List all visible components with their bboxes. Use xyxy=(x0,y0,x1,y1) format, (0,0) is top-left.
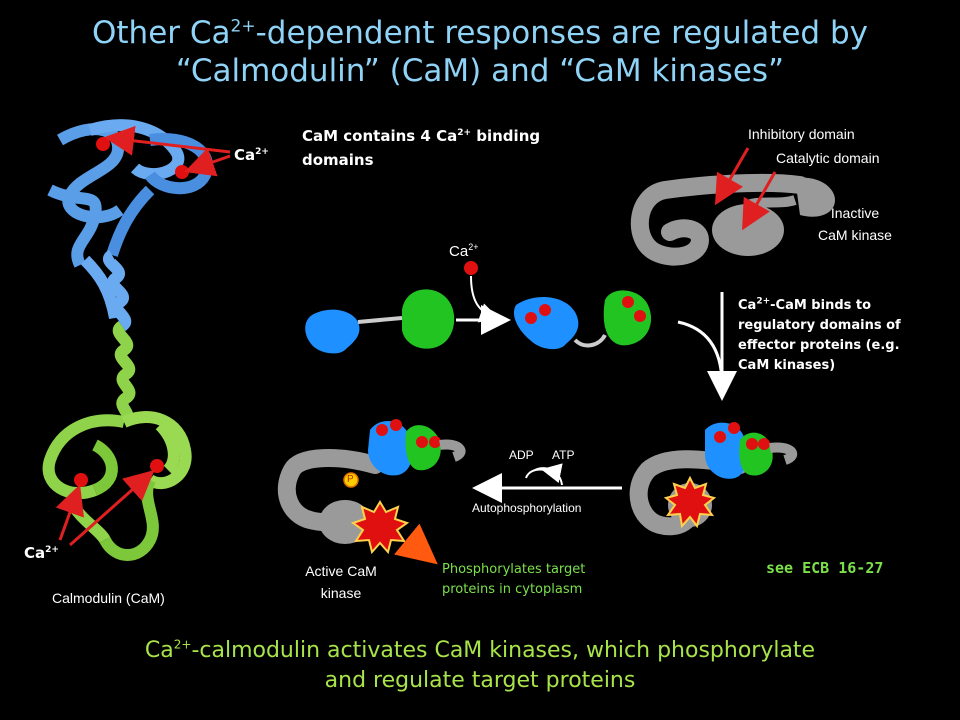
binding-curve xyxy=(677,320,724,386)
page-title: Other Ca2+-dependent responses are regul… xyxy=(0,14,960,90)
c-lobe-ribbon xyxy=(42,411,192,561)
active-cam-kinase xyxy=(277,419,466,555)
active-kinase-label: Active CaM kinase xyxy=(305,563,377,601)
bottom-caption: Ca2+-calmodulin activates CaM kinases, w… xyxy=(144,637,816,693)
title-line-2: “Calmodulin” (CaM) and “CaM kinases” xyxy=(175,53,785,89)
phosphate-badge-icon xyxy=(343,472,359,488)
inhibitory-domain-label: Inhibitory domain xyxy=(748,126,855,142)
central-helix-green xyxy=(112,321,136,427)
ca-pointer-arrow xyxy=(69,470,155,547)
calmodulin-with-calcium xyxy=(513,290,652,350)
phosphorylates-target-arrow xyxy=(394,523,438,565)
calcium-ion-icon xyxy=(96,137,110,151)
calcium-ion-icon xyxy=(464,261,478,275)
catalytic-domain-label: Catalytic domain xyxy=(776,150,880,166)
binding-note: Ca2+-CaM binds to regulatory domains of … xyxy=(738,296,901,373)
adp-curve xyxy=(525,463,563,483)
calmodulin-ribbon-structure xyxy=(42,119,213,561)
title-line-1: Other Ca2+-dependent responses are regul… xyxy=(92,15,868,51)
atp-curve xyxy=(534,467,563,486)
inactive-kinase-label: Inactive CaM kinase xyxy=(818,205,892,243)
reference-label: see ECB 16-27 xyxy=(766,559,884,577)
ca-pointer-arrow xyxy=(55,484,84,541)
atp-label: ATP xyxy=(552,448,575,462)
ca-step-label: Ca2+ xyxy=(449,242,479,261)
autophosphorylation-label: Autophosphorylation xyxy=(472,501,582,515)
n-lobe-ribbon xyxy=(47,119,213,320)
calmodulin-without-calcium xyxy=(305,289,455,354)
adp-label: ADP xyxy=(509,448,534,462)
ca-top-label: Ca2+ xyxy=(234,146,269,164)
cam-domains-note: CaM contains 4 Ca2+ binding domains xyxy=(302,127,541,169)
cam-bound-kinase xyxy=(629,422,798,536)
ca-pointer-arrow xyxy=(184,147,231,177)
phosphate-badge-label: P xyxy=(347,474,354,485)
calcium-ion-icon xyxy=(175,165,189,179)
calmodulin-caption: Calmodulin (CaM) xyxy=(52,590,165,606)
central-helix-blue xyxy=(103,249,132,331)
ca-bottom-label: Ca2+ xyxy=(24,544,59,562)
calcium-ion-icon xyxy=(150,459,164,473)
catalytic-domain-pointer xyxy=(742,171,777,231)
inhibitory-domain-pointer xyxy=(715,147,750,206)
calcium-ion-icon xyxy=(74,473,88,487)
phosphorylates-target-label: Phosphorylates target proteins in cytopl… xyxy=(442,562,586,597)
ca-binding-arrow xyxy=(470,275,500,323)
